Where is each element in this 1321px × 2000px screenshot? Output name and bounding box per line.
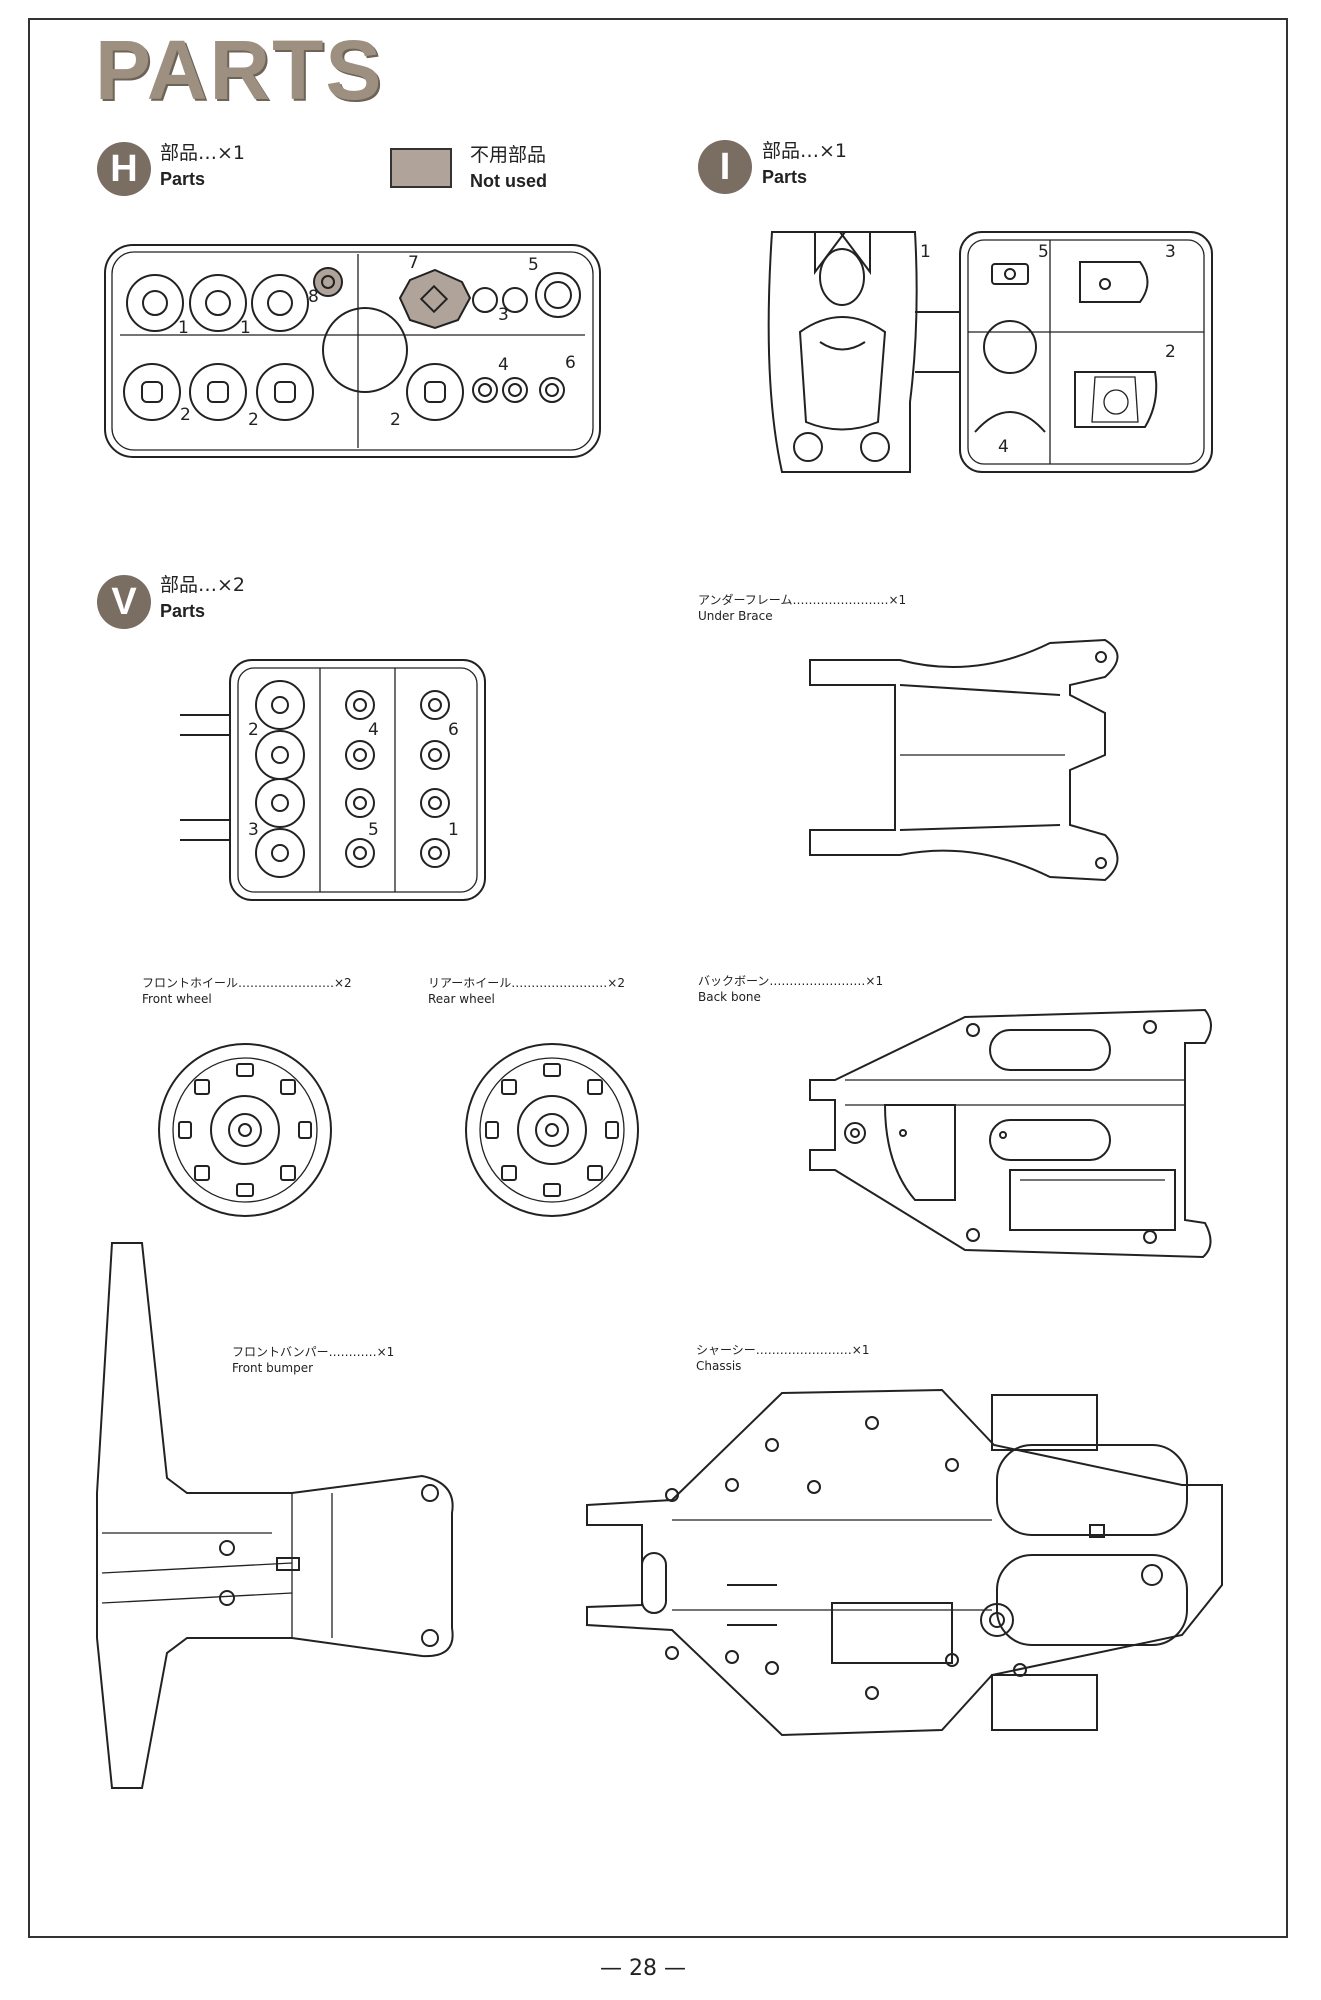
svg-text:2: 2 [390,410,401,430]
svg-text:2: 2 [248,410,259,430]
sprue-i-header: 部品…×1 Parts [762,138,847,190]
not-used-jp: 不用部品 [470,144,547,166]
front-bumper-jp: フロントバンパー…………×1 [232,1345,395,1359]
front-wheel-drawing [158,1043,332,1217]
front-wheel-en: Front wheel [142,992,212,1006]
sprue-h-qty: 部品…×1 [160,142,246,164]
sprue-i-qty: 部品…×1 [762,140,848,162]
svg-text:2: 2 [180,405,191,425]
sprue-v-label: Parts [160,601,206,621]
rear-wheel-jp: リアーホイール……………………×2 [428,976,625,990]
svg-text:4: 4 [998,437,1009,457]
back-bone-en: Back bone [698,990,761,1004]
front-wheel-spoke-windows [178,1063,312,1197]
sprue-h-large-ring [322,307,408,393]
front-bumper-en: Front bumper [232,1361,314,1375]
back-bone-label: バックボーン……………………×1 Back bone [698,973,883,1005]
sprue-h-rings-top [126,267,343,332]
chassis-label: シャーシー……………………×1 Chassis [696,1342,869,1374]
sprue-h-rings-bottom [123,363,464,421]
back-bone-drawing [809,1008,1212,1259]
under-brace-label: アンダーフレーム……………………×1 Under Brace [698,592,906,624]
svg-text:7: 7 [408,253,419,273]
driver-figure [793,231,890,462]
rear-wheel-spoke-windows [485,1063,619,1197]
svg-text:5: 5 [528,255,539,275]
not-used-legend: 不用部品 Not used [470,142,547,194]
chassis-jp: シャーシー……………………×1 [696,1343,870,1357]
svg-text:4: 4 [498,355,509,375]
front-bumper-drawing [96,1242,454,1789]
page-number: — 28 — [600,1956,686,1981]
rear-wheel-drawing [465,1043,639,1217]
sprue-i-label: Parts [762,167,808,187]
svg-text:1: 1 [920,242,931,262]
svg-text:3: 3 [1165,242,1176,262]
front-wheel-label: フロントホイール……………………×2 Front wheel [142,975,352,1007]
under-brace-en: Under Brace [698,609,773,623]
sprue-v-drawing: 2 4 6 3 5 1 [180,659,486,901]
svg-text:5: 5 [1038,242,1049,262]
rear-wheel-en: Rear wheel [428,992,495,1006]
sprue-i-badge: I [698,140,752,194]
sprue-h-header: 部品…×1 Parts [160,140,245,192]
sprue-h-label: Parts [160,169,206,189]
svg-text:3: 3 [498,305,509,325]
svg-text:1: 1 [448,820,459,840]
svg-text:5: 5 [368,820,379,840]
svg-text:6: 6 [565,353,576,373]
svg-text:1: 1 [240,318,251,338]
sprue-h-not-used-part [398,268,472,330]
svg-text:6: 6 [448,720,459,740]
page-title: PARTS [95,23,384,117]
rear-wheel-label: リアーホイール……………………×2 Rear wheel [428,975,625,1007]
svg-text:1: 1 [178,318,189,338]
not-used-en: Not used [470,171,548,191]
svg-text:3: 3 [248,820,259,840]
chassis-en: Chassis [696,1359,742,1373]
page-border [28,18,1288,1938]
sprue-v-badge: V [97,575,151,629]
under-brace-jp: アンダーフレーム……………………×1 [698,593,907,607]
sprue-v-hubs [255,680,450,878]
chassis-drawing [586,1388,1223,1737]
under-brace-drawing [809,638,1119,882]
sprue-v-header: 部品…×2 Parts [160,572,245,624]
svg-text:2: 2 [248,720,259,740]
back-bone-jp: バックボーン……………………×1 [698,974,884,988]
svg-text:8: 8 [308,287,319,307]
svg-text:2: 2 [1165,342,1176,362]
front-wheel-jp: フロントホイール……………………×2 [142,976,352,990]
not-used-swatch [390,148,452,188]
sprue-v-qty: 部品…×2 [160,574,246,596]
sprue-h-drawing: 1 1 8 7 5 3 2 2 2 4 6 [104,244,601,458]
sprue-h-badge: H [97,142,151,196]
svg-text:4: 4 [368,720,379,740]
front-bumper-label: フロントバンパー…………×1 Front bumper [232,1344,394,1376]
sprue-i-drawing: 1 5 3 2 4 [767,231,1213,473]
